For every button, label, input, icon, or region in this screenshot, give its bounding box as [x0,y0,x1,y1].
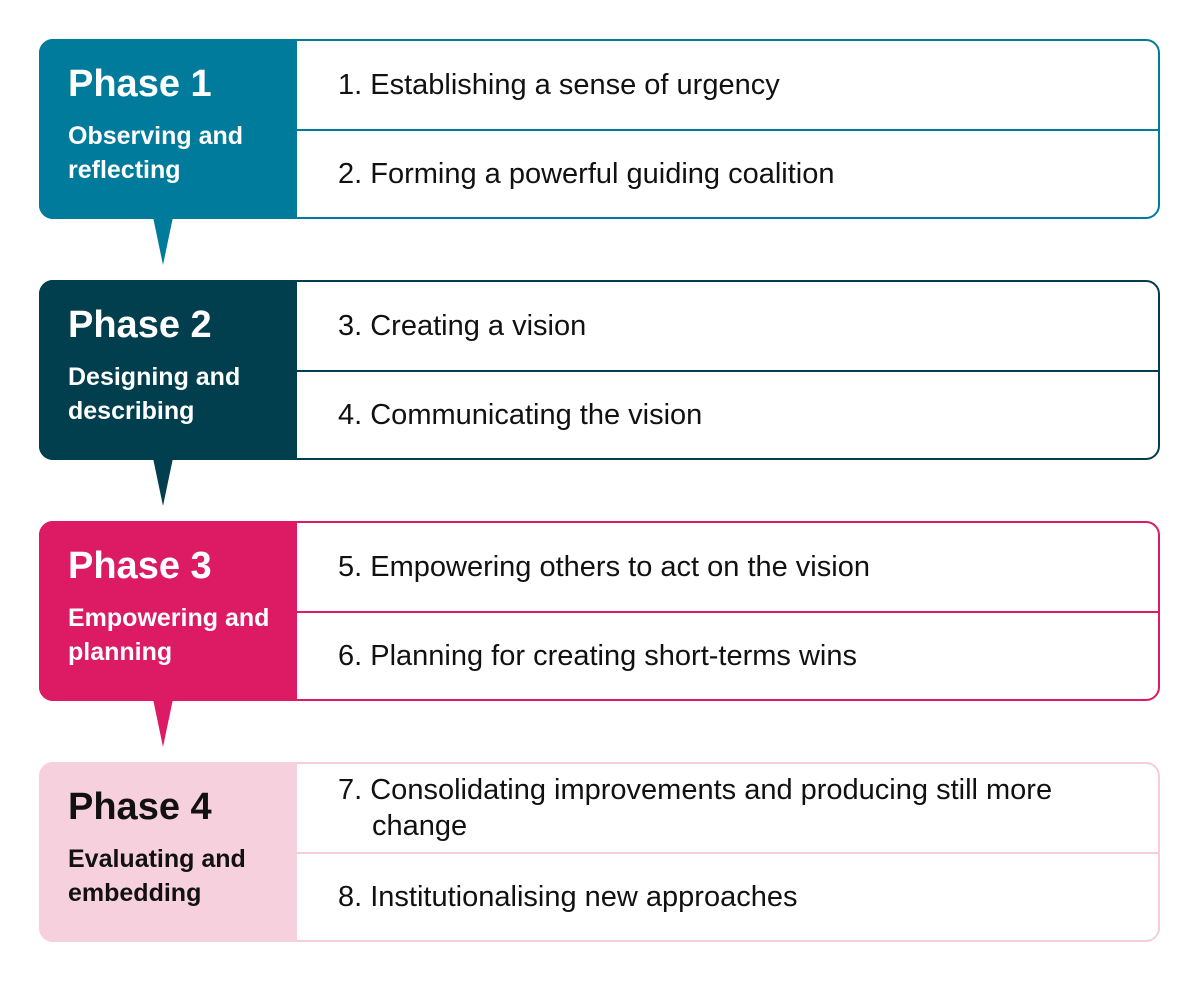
step-item: 5. Empowering others to act on the visio… [297,523,1158,611]
step-text: 6. Planning for creating short-terms win… [338,640,857,672]
step-item: 6. Planning for creating short-terms win… [297,612,1158,700]
phase-subtitle: Observing and reflecting [68,122,244,184]
phase-title: Phase 2 [68,304,212,346]
phase-title: Phase 4 [68,786,212,828]
step-item: 1. Establishing a sense of urgency [297,41,1158,129]
step-text: 1. Establishing a sense of urgency [338,69,780,101]
step-list: 7. Consolidating improvements and produc… [297,764,1158,940]
down-pointer-arrow [153,699,173,747]
step-text: 8. Institutionalising new approaches [338,881,798,913]
phase-label-4: Phase 4 Evaluating and embedding [39,762,297,942]
phase-label-2: Phase 2 Designing and describing [39,280,297,460]
step-divider [297,370,1158,372]
step-text: 3. Creating a vision [338,310,587,342]
phase-subtitle: Evaluating and embedding [68,845,246,907]
step-text: 2. Forming a powerful guiding coalition [338,158,835,190]
step-item: 7. Consolidating improvements and produc… [297,764,1158,852]
phase-card-3: Phase 3 Empowering and planning 5. Empow… [39,521,1160,747]
phase-label-3: Phase 3 Empowering and planning [39,521,297,701]
step-text: 4. Communicating the vision [338,399,703,431]
step-text: 7. Consolidating improvements and produc… [338,774,1053,842]
step-item: 8. Institutionalising new approaches [297,853,1158,941]
phase-card-4: Phase 4 Evaluating and embedding 7. Cons… [39,762,1160,942]
step-list: 3. Creating a vision 4. Communicating th… [297,282,1158,458]
phase-subtitle: Empowering and planning [68,604,270,666]
phase-card-2: Phase 2 Designing and describing 3. Crea… [39,280,1160,506]
step-divider [297,852,1158,854]
phase-label-1: Phase 1 Observing and reflecting [39,39,297,219]
step-list: 5. Empowering others to act on the visio… [297,523,1158,699]
step-item: 4. Communicating the vision [297,371,1158,459]
step-item: 2. Forming a powerful guiding coalition [297,130,1158,218]
down-pointer-arrow [153,217,173,265]
step-text: 5. Empowering others to act on the visio… [338,551,870,583]
step-list: 1. Establishing a sense of urgency 2. Fo… [297,41,1158,217]
step-divider [297,129,1158,131]
phase-subtitle: Designing and describing [68,363,241,425]
phase-title: Phase 3 [68,545,212,587]
phase-title: Phase 1 [68,63,212,105]
step-divider [297,611,1158,613]
phase-card-1: Phase 1 Observing and reflecting 1. Esta… [39,39,1160,265]
down-pointer-arrow [153,458,173,506]
step-item: 3. Creating a vision [297,282,1158,370]
